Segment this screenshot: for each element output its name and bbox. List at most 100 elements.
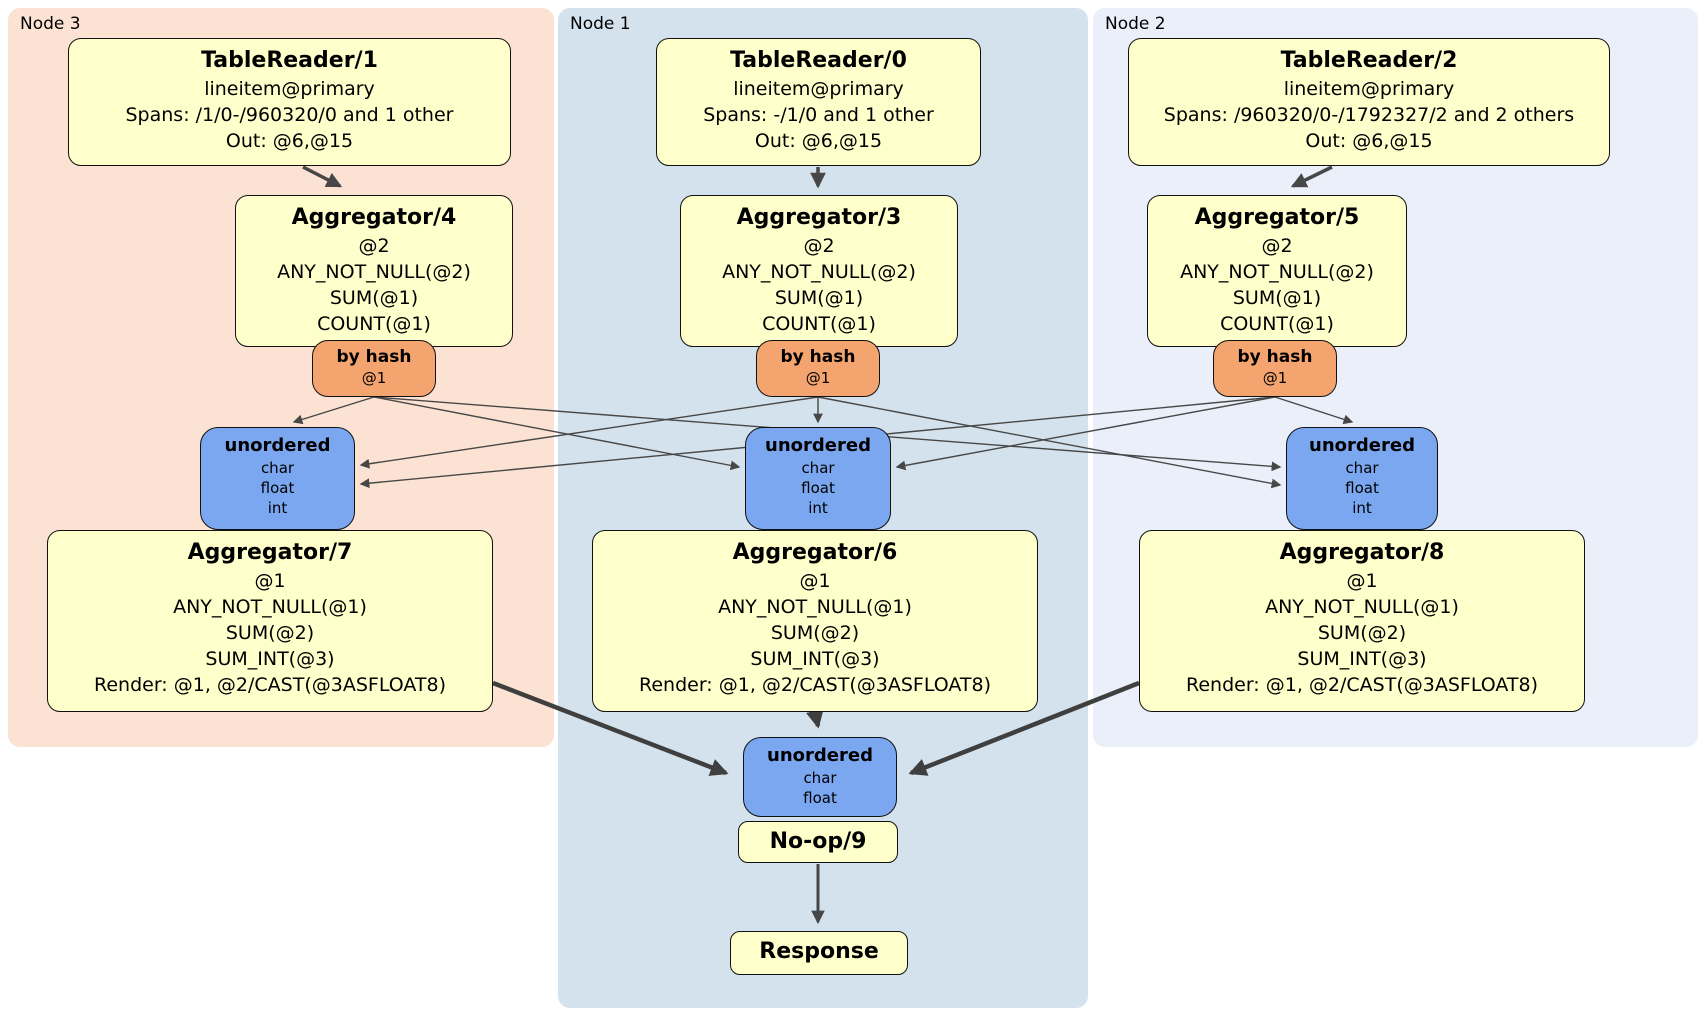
sync-item: int xyxy=(808,499,828,517)
edge-agg8-unfinal xyxy=(908,680,1140,776)
router-by-hash-node3: by hash @1 xyxy=(312,340,436,397)
processor-detail: Render: @1, @2/CAST(@3ASFLOAT8) xyxy=(94,674,446,696)
sync-item: float xyxy=(1345,479,1379,497)
edge-hash3-un1 xyxy=(359,396,819,469)
processor-detail: SUM(@1) xyxy=(329,287,419,309)
processor-detail: Spans: /960320/0-/1792327/2 and 2 others xyxy=(1163,104,1575,126)
processor-title: TableReader/1 xyxy=(201,48,378,73)
router-detail: @1 xyxy=(361,369,387,387)
processor-detail: COUNT(@1) xyxy=(317,313,431,335)
processor-aggregator-6: Aggregator/6 @1 ANY_NOT_NULL(@1) SUM(@2)… xyxy=(592,530,1038,712)
edge-hash4-un1 xyxy=(292,396,375,425)
group-node-2-label: Node 2 xyxy=(1105,14,1166,34)
processor-detail: Render: @1, @2/CAST(@3ASFLOAT8) xyxy=(1186,674,1538,696)
sync-item: float xyxy=(801,479,835,497)
sync-title: unordered xyxy=(767,745,873,766)
processor-detail: SUM(@2) xyxy=(225,622,315,644)
edge-tr1-agg4 xyxy=(302,165,343,188)
processor-detail: SUM(@2) xyxy=(1317,622,1407,644)
processor-title: Aggregator/5 xyxy=(1194,205,1360,230)
processor-title: Aggregator/4 xyxy=(291,205,457,230)
sync-item: int xyxy=(1352,499,1372,517)
processor-title: TableReader/0 xyxy=(730,48,907,73)
processor-title: Response xyxy=(759,939,879,964)
processor-tablereader-0: TableReader/0 lineitem@primary Spans: -/… xyxy=(656,38,981,166)
processor-detail: @2 xyxy=(1261,235,1293,257)
processor-tablereader-2: TableReader/2 lineitem@primary Spans: /9… xyxy=(1128,38,1610,166)
edge-hash4-un2 xyxy=(373,396,741,471)
group-node-3-label: Node 3 xyxy=(20,14,81,34)
edge-hash3-un3 xyxy=(817,396,1282,489)
processor-detail: Spans: -/1/0 and 1 other xyxy=(703,104,934,126)
processor-response: Response xyxy=(730,931,908,975)
processor-aggregator-4: Aggregator/4 @2 ANY_NOT_NULL(@2) SUM(@1)… xyxy=(235,195,513,347)
edge-tr2-agg5 xyxy=(1290,165,1333,188)
processor-detail: ANY_NOT_NULL(@2) xyxy=(277,261,471,283)
processor-title: Aggregator/3 xyxy=(736,205,902,230)
processor-detail: Out: @6,@15 xyxy=(1305,130,1433,152)
processor-detail: lineitem@primary xyxy=(1283,78,1455,100)
sync-unordered-node1: unordered char float int xyxy=(745,427,891,530)
sync-item: char xyxy=(1345,459,1379,477)
processor-title: Aggregator/7 xyxy=(187,540,353,565)
sync-unordered-node3: unordered char float int xyxy=(200,427,355,530)
processor-aggregator-3: Aggregator/3 @2 ANY_NOT_NULL(@2) SUM(@1)… xyxy=(680,195,958,347)
processor-detail: @2 xyxy=(358,235,390,257)
group-node-1-label: Node 1 xyxy=(570,14,631,34)
processor-title: Aggregator/6 xyxy=(732,540,898,565)
processor-detail: COUNT(@1) xyxy=(762,313,876,335)
router-title: by hash xyxy=(1237,347,1313,367)
router-detail: @1 xyxy=(805,369,831,387)
sync-unordered-final: unordered char float xyxy=(743,737,897,817)
sync-item: char xyxy=(801,459,835,477)
processor-no-op-9: No-op/9 xyxy=(738,821,898,863)
processor-aggregator-5: Aggregator/5 @2 ANY_NOT_NULL(@2) SUM(@1)… xyxy=(1147,195,1407,347)
processor-detail: Out: @6,@15 xyxy=(225,130,354,152)
processor-title: Aggregator/8 xyxy=(1279,540,1445,565)
sync-item: float xyxy=(803,789,837,807)
processor-detail: ANY_NOT_NULL(@2) xyxy=(1180,261,1374,283)
processor-title: TableReader/2 xyxy=(1280,48,1458,73)
processor-aggregator-7: Aggregator/7 @1 ANY_NOT_NULL(@1) SUM(@2)… xyxy=(47,530,493,712)
processor-detail: SUM(@1) xyxy=(1232,287,1322,309)
router-by-hash-node2: by hash @1 xyxy=(1213,340,1337,397)
processor-detail: lineitem@primary xyxy=(733,78,904,100)
processor-detail: COUNT(@1) xyxy=(1220,313,1334,335)
processor-detail: Out: @6,@15 xyxy=(754,130,883,152)
sync-unordered-node2: unordered char float int xyxy=(1286,427,1438,530)
sync-item: char xyxy=(803,769,837,787)
router-title: by hash xyxy=(336,347,412,367)
sync-title: unordered xyxy=(1309,435,1415,456)
processor-detail: @2 xyxy=(803,235,835,257)
sync-title: unordered xyxy=(765,435,871,456)
processor-detail: Spans: /1/0-/960320/0 and 1 other xyxy=(125,104,454,126)
processor-detail: SUM(@1) xyxy=(774,287,864,309)
processor-aggregator-8: Aggregator/8 @1 ANY_NOT_NULL(@1) SUM(@2)… xyxy=(1139,530,1585,712)
processor-detail: SUM_INT(@3) xyxy=(750,648,880,670)
sync-title: unordered xyxy=(224,435,331,456)
processor-detail: ANY_NOT_NULL(@1) xyxy=(173,596,367,618)
edge-hash5-un2 xyxy=(895,396,1276,471)
processor-detail: @1 xyxy=(1346,570,1378,592)
edge-agg6-unfinal xyxy=(805,709,824,729)
processor-tablereader-1: TableReader/1 lineitem@primary Spans: /1… xyxy=(68,38,511,166)
processor-detail: @1 xyxy=(254,570,286,592)
processor-detail: @1 xyxy=(799,570,831,592)
router-detail: @1 xyxy=(1262,369,1288,387)
processor-detail: Render: @1, @2/CAST(@3ASFLOAT8) xyxy=(639,674,991,696)
processor-detail: SUM_INT(@3) xyxy=(205,648,335,670)
processor-detail: lineitem@primary xyxy=(204,78,375,100)
edge-hash5-un3 xyxy=(1274,396,1354,425)
sync-item: int xyxy=(267,499,288,517)
router-title: by hash xyxy=(780,347,856,367)
processor-detail: SUM(@2) xyxy=(770,622,860,644)
processor-detail: ANY_NOT_NULL(@1) xyxy=(718,596,912,618)
edge-agg7-unfinal xyxy=(492,680,729,776)
processor-detail: ANY_NOT_NULL(@2) xyxy=(722,261,916,283)
processor-detail: SUM_INT(@3) xyxy=(1297,648,1427,670)
sync-item: char xyxy=(260,459,295,477)
processor-title: No-op/9 xyxy=(769,829,867,854)
processor-detail: ANY_NOT_NULL(@1) xyxy=(1265,596,1459,618)
